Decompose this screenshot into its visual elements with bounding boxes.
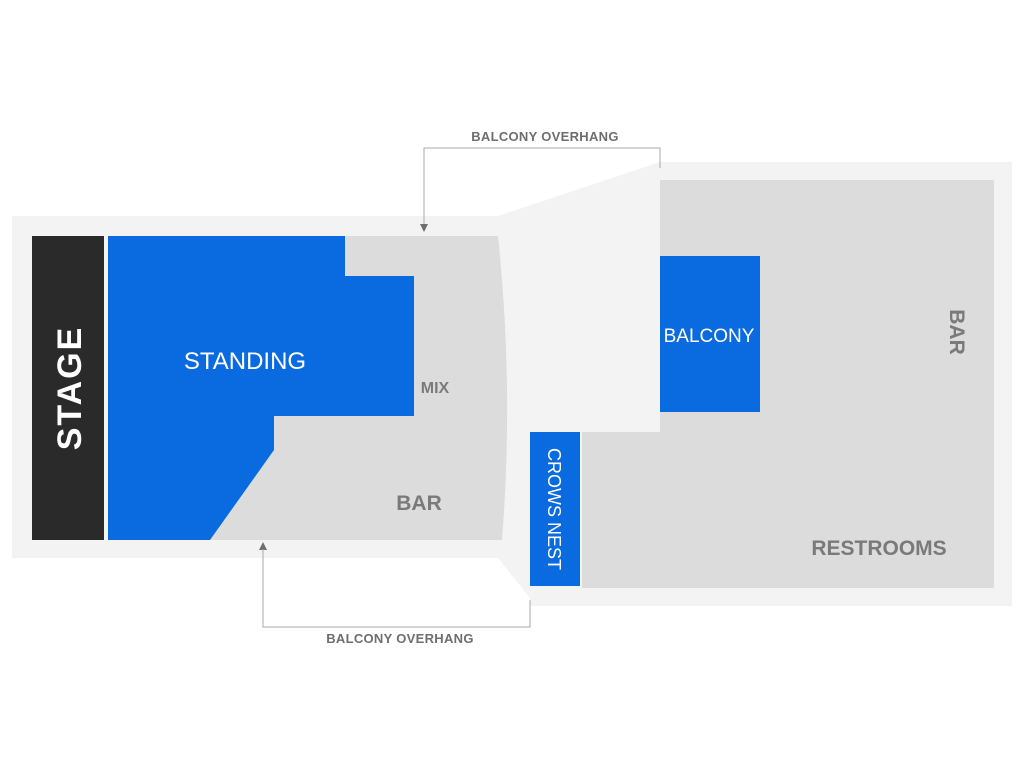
overhang-top-label: BALCONY OVERHANG bbox=[471, 129, 619, 144]
stage bbox=[32, 236, 104, 540]
overhang-bottom-arrow bbox=[259, 542, 267, 550]
overhang-top-leader bbox=[423, 147, 661, 226]
balcony-label: BALCONY bbox=[664, 326, 755, 347]
standing-section[interactable] bbox=[108, 236, 414, 540]
overhang-bottom-leader bbox=[262, 549, 531, 628]
bar-lower-label: BAR bbox=[396, 492, 442, 515]
balcony-section[interactable] bbox=[660, 256, 760, 412]
crows-nest-label: CROWS NEST bbox=[544, 448, 564, 570]
bar-upper-label: BAR bbox=[945, 309, 968, 355]
stage-label: STAGE bbox=[51, 326, 89, 451]
crows-nest-section[interactable] bbox=[530, 432, 580, 586]
overhang-top-arrow bbox=[420, 224, 428, 232]
standing-label: STANDING bbox=[184, 348, 306, 375]
restrooms-label: RESTROOMS bbox=[811, 537, 946, 560]
overhang-bottom-label: BALCONY OVERHANG bbox=[326, 631, 474, 646]
mix-label: MIX bbox=[421, 380, 450, 397]
